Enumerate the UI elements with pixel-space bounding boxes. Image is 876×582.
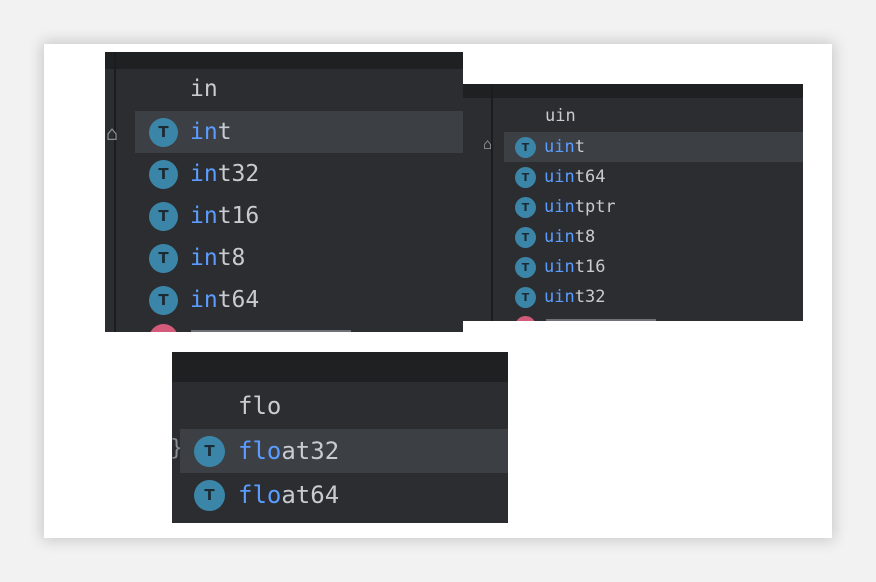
type-icon: T [149, 117, 178, 147]
typed-query: in [190, 76, 218, 102]
editor-gutter-line [491, 84, 493, 321]
completion-match: flo [238, 481, 282, 509]
completion-rest: t [574, 137, 585, 157]
completion-rest: t8 [217, 245, 246, 271]
completion-rest: at64 [281, 481, 340, 509]
cut-off-item-icon [515, 316, 536, 321]
completion-match: uin [544, 257, 575, 277]
completion-item[interactable]: T uint64 [504, 162, 803, 192]
completion-match: in [190, 245, 218, 271]
type-icon: T [515, 166, 536, 188]
type-icon: T [515, 226, 536, 248]
completion-rest: at32 [281, 437, 340, 465]
completion-item[interactable]: T int64 [135, 279, 463, 321]
completion-rest: tptr [574, 197, 616, 217]
completion-list: T float32 T float64 [180, 429, 508, 523]
completion-rest: t16 [574, 257, 606, 277]
completion-label: int16 [190, 203, 259, 229]
type-icon: T [149, 159, 178, 189]
completion-label: int32 [190, 161, 259, 187]
completion-item[interactable]: T uint8 [504, 222, 803, 252]
completion-item[interactable]: T uint [504, 132, 803, 162]
cut-off-item-label [191, 330, 351, 332]
closing-brace: } [172, 436, 183, 461]
type-icon: T [194, 479, 225, 511]
completion-label: int64 [190, 287, 259, 313]
completion-match: uin [544, 227, 575, 247]
completion-rest: t [217, 119, 232, 145]
typed-query: flo [238, 392, 282, 420]
completion-label: int [190, 119, 232, 145]
completion-rest: t8 [574, 227, 596, 247]
type-icon: T [515, 286, 536, 308]
editor-top-bar [105, 52, 463, 69]
type-icon: T [515, 196, 536, 218]
completion-rest: t64 [217, 287, 260, 313]
type-icon: T [515, 136, 536, 158]
completion-label: uint32 [544, 287, 605, 307]
completion-panel-float: flo } T float32 T float64 [172, 352, 508, 523]
completion-match: uin [544, 137, 575, 157]
completion-match: uin [544, 287, 575, 307]
completion-label: uint64 [544, 167, 605, 187]
completion-item[interactable]: T uint32 [504, 282, 803, 312]
fold-marker-icon[interactable]: ⌂ [483, 135, 493, 153]
completion-item[interactable]: T int32 [135, 153, 463, 195]
completion-match: flo [238, 437, 282, 465]
completion-label: float64 [238, 481, 339, 509]
completion-panel-uint: uin ⌂ T uint T uint64 T uintptr T uint8 … [463, 84, 803, 321]
type-icon: T [149, 243, 178, 273]
completion-label: float32 [238, 437, 339, 465]
completion-rest: t32 [574, 287, 606, 307]
completion-label: uint [544, 137, 585, 157]
completion-match: in [190, 287, 218, 313]
completion-item[interactable]: T float32 [180, 429, 508, 473]
completion-match: uin [544, 167, 575, 187]
completion-list: T uint T uint64 T uintptr T uint8 T uint… [504, 132, 803, 321]
completion-item[interactable]: T uintptr [504, 192, 803, 222]
completion-item[interactable]: T uint16 [504, 252, 803, 282]
editor-top-bar [172, 352, 508, 382]
typed-query: uin [545, 106, 576, 126]
completion-label: uint16 [544, 257, 605, 277]
completion-rest: t32 [217, 161, 260, 187]
completion-rest: t16 [217, 203, 260, 229]
type-icon: T [149, 285, 178, 315]
completion-item[interactable]: T float64 [180, 473, 508, 517]
completion-item[interactable]: T int16 [135, 195, 463, 237]
completion-match: in [190, 161, 218, 187]
completion-match: in [190, 119, 218, 145]
type-icon: T [515, 256, 536, 278]
type-icon: T [194, 435, 225, 467]
completion-rest: t64 [574, 167, 606, 187]
completion-item[interactable]: T int8 [135, 237, 463, 279]
editor-top-bar [463, 84, 803, 98]
fold-marker-icon[interactable]: ⌂ [106, 121, 119, 145]
completion-label: uint8 [544, 227, 595, 247]
completion-match: uin [544, 197, 575, 217]
completion-item[interactable]: T int [135, 111, 463, 153]
type-icon: T [149, 201, 178, 231]
editor-gutter-line [114, 52, 116, 332]
completion-panel-int: in ⌂ T int T int32 T int16 T int8 T int6… [105, 52, 463, 332]
cut-off-item-label [546, 319, 656, 321]
completion-match: in [190, 203, 218, 229]
completion-label: int8 [190, 245, 245, 271]
completion-label: uintptr [544, 197, 616, 217]
cut-off-item-icon [149, 324, 178, 332]
completion-list: T int T int32 T int16 T int8 T int64 [135, 111, 463, 332]
